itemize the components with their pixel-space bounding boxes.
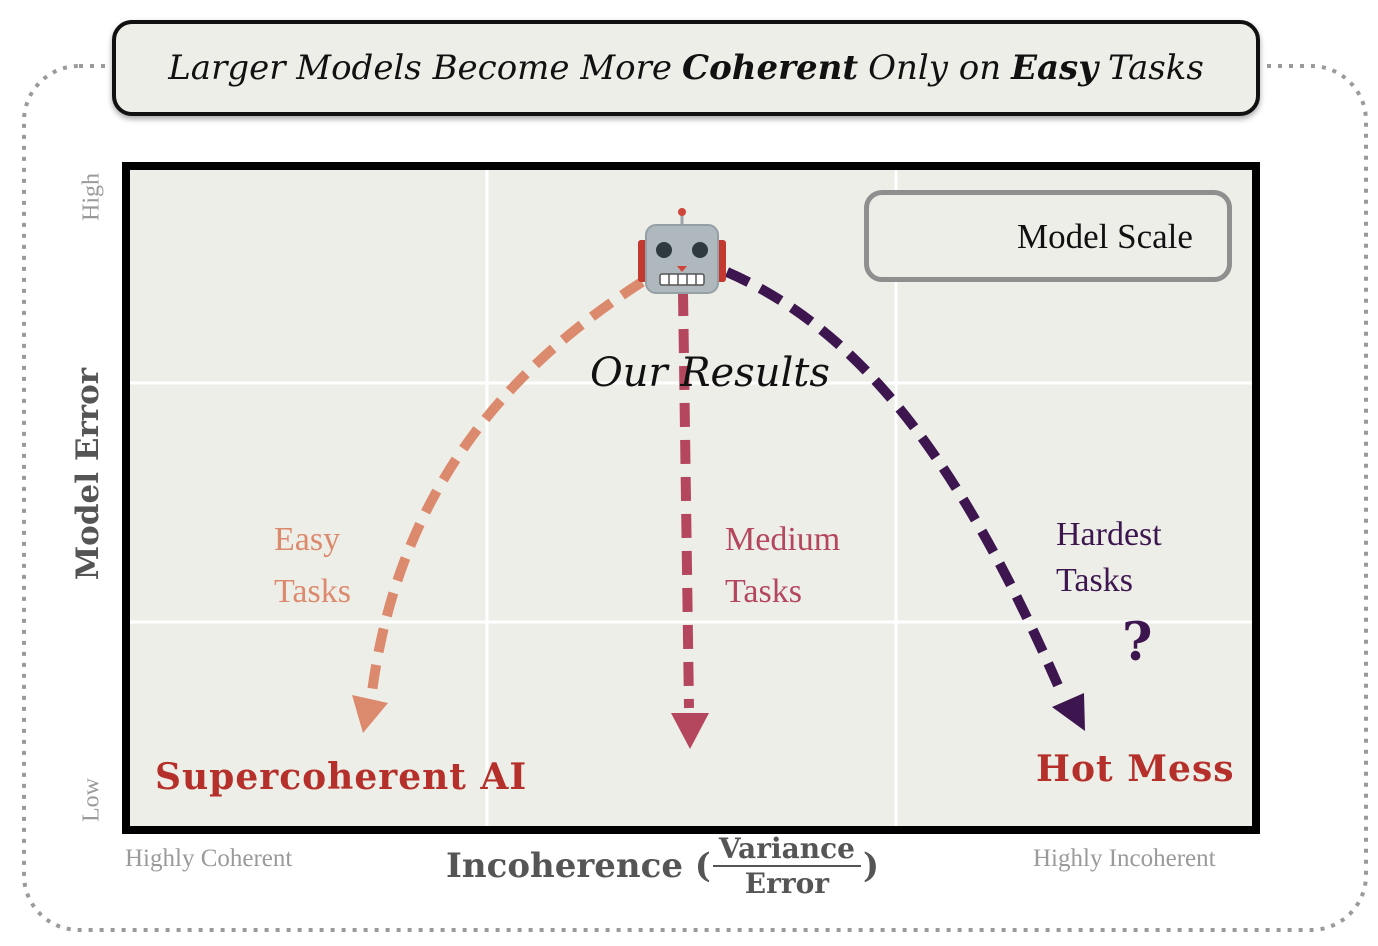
- hardest-tasks-arrow-path: [724, 267, 1065, 692]
- easy-tasks-arrow-path: [367, 277, 645, 693]
- legend: Model Scale: [864, 190, 1232, 282]
- hot-mess-label: Hot Mess: [1036, 748, 1235, 790]
- y-axis-high-label: High: [78, 173, 105, 221]
- title-part-5: Tasks: [1107, 48, 1204, 88]
- easy-tasks-label-line2: Tasks: [274, 573, 351, 610]
- medium-tasks-arrow-path: [678, 291, 694, 709]
- title-part-1: Larger Models Become More: [168, 48, 673, 88]
- legend-label: Model Scale: [1017, 217, 1193, 256]
- hardest-tasks-label-line2: Tasks: [1056, 562, 1133, 599]
- x-axis-label-text: Incoherence (: [446, 846, 711, 886]
- easy-tasks-label-line1: Easy: [274, 521, 341, 558]
- x-axis-fraction-numerator: Variance: [712, 832, 861, 867]
- medium-tasks-label-line2: Tasks: [725, 573, 802, 610]
- title-emphasis-coherent: Coherent: [682, 48, 859, 88]
- hardest-tasks-label-line1: Hardest: [1056, 516, 1162, 553]
- question-mark: ?: [1122, 612, 1153, 673]
- hardest-tasks-arrow-head: [1052, 693, 1085, 731]
- grid: [130, 170, 1252, 826]
- x-axis-right-label: Highly Incoherent: [1033, 845, 1216, 872]
- easy-tasks-label: Easy Tasks: [274, 514, 351, 618]
- medium-tasks-arrow-head: [671, 713, 709, 749]
- easy-tasks-arrow-head: [352, 695, 388, 733]
- hardest-tasks-label: Hardest Tasks: [1056, 512, 1162, 604]
- x-axis-fraction: Variance Error: [712, 832, 861, 900]
- x-axis-left-label: Highly Coherent: [125, 845, 293, 872]
- supercoherent-ai-label: Supercoherent AI: [155, 756, 528, 798]
- x-axis-label-close: ): [862, 846, 880, 886]
- x-axis-fraction-denominator: Error: [744, 867, 830, 900]
- robot-icon: [638, 208, 726, 294]
- title-emphasis-easy: Easy: [1011, 48, 1098, 88]
- y-axis-label: Model Error: [70, 367, 106, 581]
- y-axis-low-label: Low: [78, 778, 105, 822]
- title-banner: Larger Models Become More Coherent Only …: [112, 20, 1260, 116]
- our-results-label: Our Results: [590, 350, 830, 396]
- medium-tasks-label-line1: Medium: [725, 521, 841, 558]
- title-part-3: Only on: [868, 48, 1002, 88]
- x-axis-label: Incoherence ( Variance Error ): [446, 832, 879, 900]
- medium-tasks-label: Medium Tasks: [725, 514, 840, 618]
